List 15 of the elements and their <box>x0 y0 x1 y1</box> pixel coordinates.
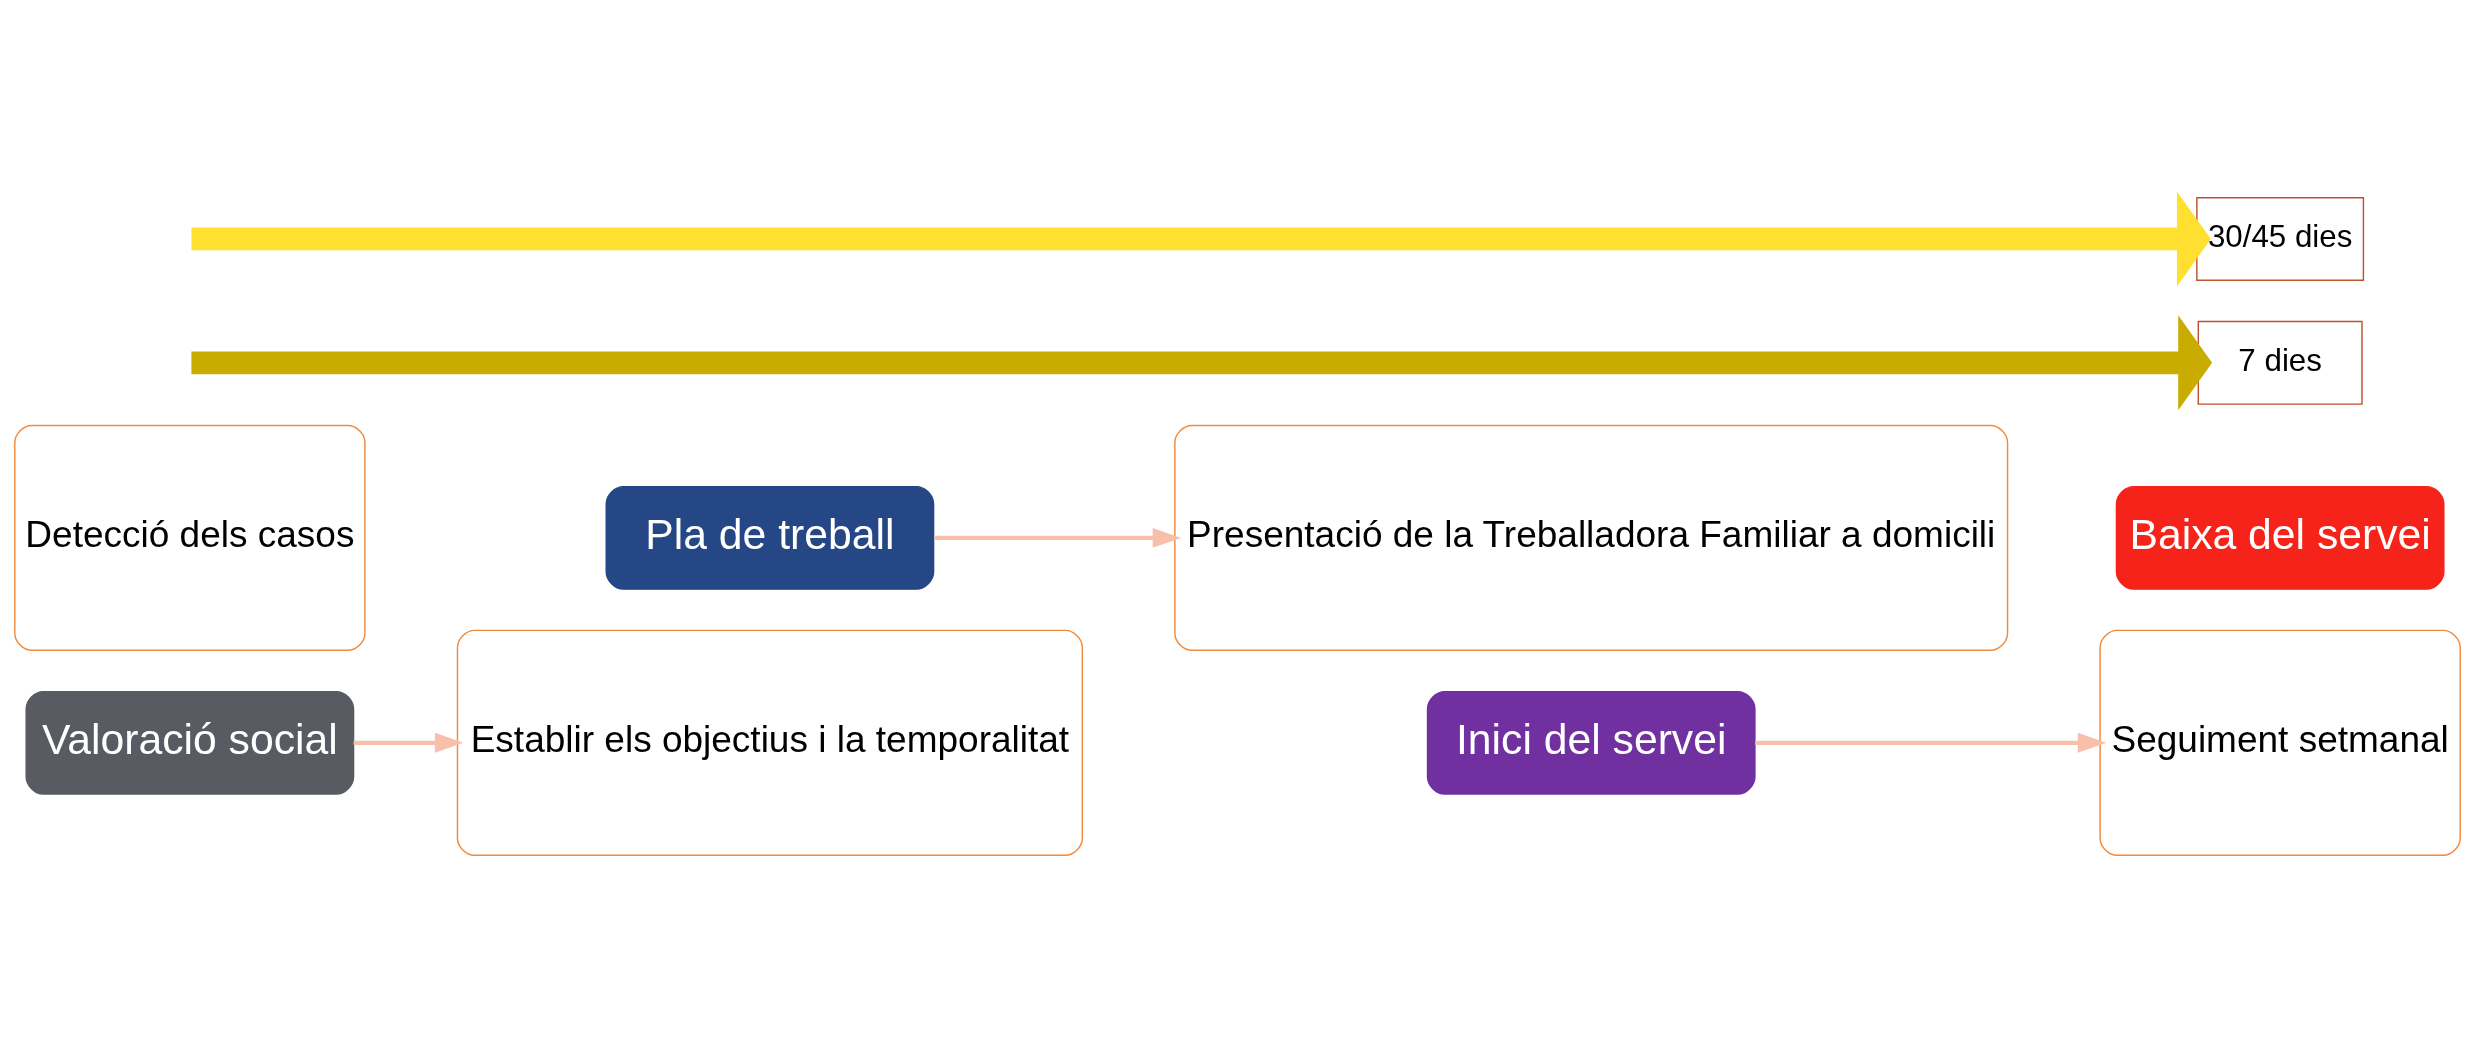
node-box: 30/45 dies <box>2196 196 2365 281</box>
arrow <box>191 191 2211 286</box>
node-box: Inici del servei <box>1426 690 1756 795</box>
node-box: Detecció dels casos <box>14 424 366 651</box>
node-box: Pla de treball <box>605 485 935 590</box>
arrow <box>353 732 464 753</box>
arrow <box>191 314 2213 410</box>
node-box: Establir els objectius i la temporalitat <box>456 629 1084 856</box>
node-box: Presentació de la Treballadora Familiar a domicili <box>1174 424 2009 651</box>
node-box: Valoració social <box>25 690 355 795</box>
arrow <box>1755 732 2107 753</box>
node-box: 7 dies <box>2197 320 2363 405</box>
node-box: Baixa del servei <box>2115 485 2445 590</box>
node-box: Seguiment setmanal <box>2099 629 2461 856</box>
arrow <box>934 527 1182 548</box>
